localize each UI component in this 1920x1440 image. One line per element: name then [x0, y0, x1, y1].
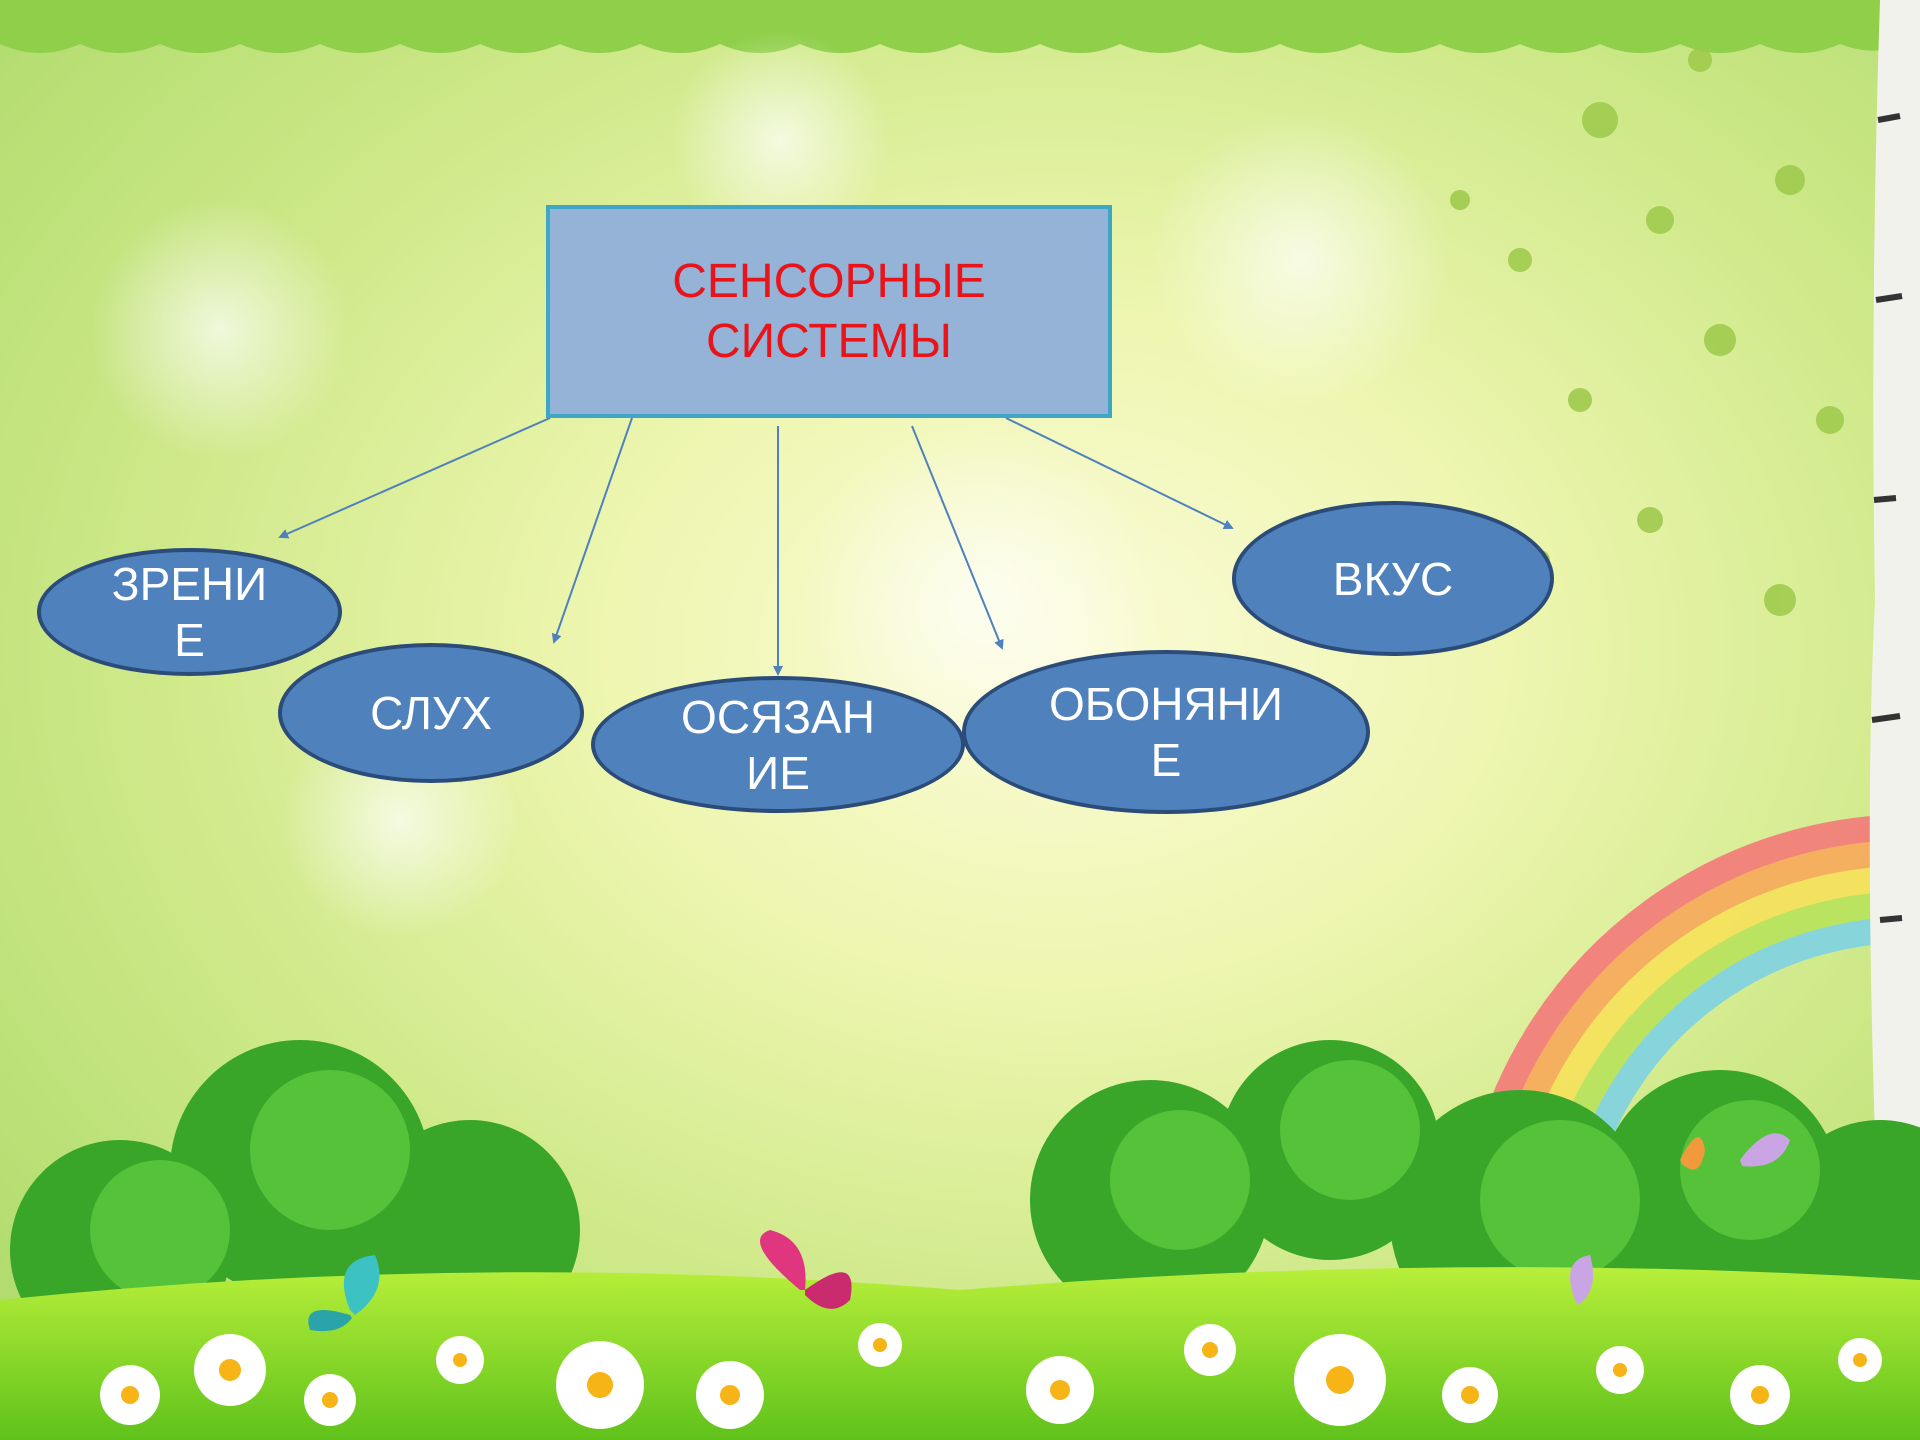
node-taste-label: ВКУС — [1332, 552, 1454, 605]
sensory-systems-root: СЕНСОРНЫЕ СИСТЕМЫ — [546, 205, 1112, 418]
node-smell-label: ОБОНЯНИ Е — [1049, 678, 1283, 786]
node-touch-label: ОСЯЗАН ИЕ — [681, 690, 875, 799]
root-label: СЕНСОРНЫЕ СИСТЕМЫ — [672, 254, 986, 368]
node-taste: ВКУС — [1232, 501, 1554, 656]
butterfly-icon — [760, 1230, 852, 1309]
node-hearing-label: СЛУХ — [370, 687, 492, 739]
node-touch: ОСЯЗАН ИЕ — [591, 676, 965, 813]
node-smell: ОБОНЯНИ Е — [962, 650, 1370, 814]
node-vision-label: ЗРЕНИ Е — [111, 558, 268, 666]
node-vision: ЗРЕНИ Е — [37, 548, 342, 676]
node-hearing: СЛУХ — [278, 643, 584, 783]
